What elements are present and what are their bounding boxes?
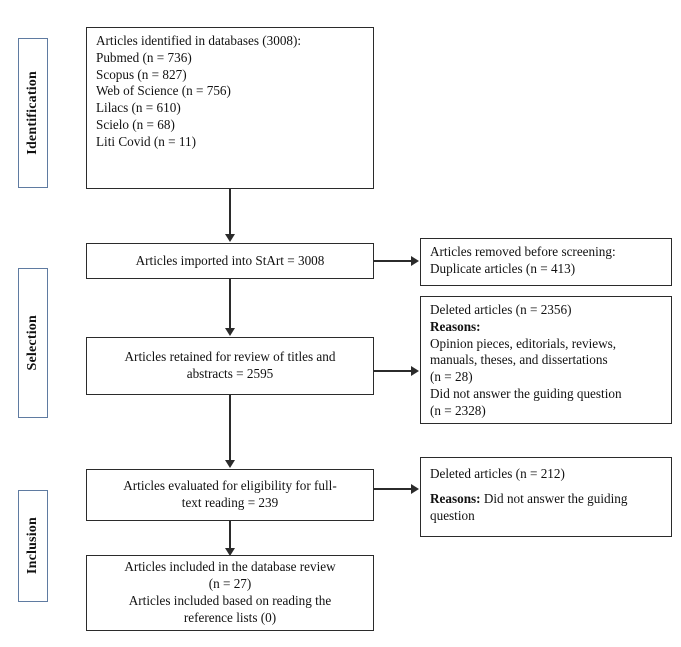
deleted-fulltext-spacer [430, 483, 663, 491]
box-articles-evaluated: Articles evaluated for eligibility for f… [86, 469, 374, 521]
deleted-screening-reason-4: Did not answer the guiding question [430, 385, 622, 401]
stage-label-inclusion-text: Inclusion [25, 517, 40, 575]
deleted-screening-reason-1: Opinion pieces, editorials, reviews, [430, 335, 617, 351]
identified-line-3: Scopus (n = 827) [96, 66, 187, 82]
imported-line-1: Articles imported into StArt = 3008 [135, 252, 325, 268]
deleted-fulltext-reasons-cont: question [430, 507, 475, 523]
arrowhead-imported-to-retained [225, 328, 235, 336]
deleted-screening-reasons-label: Reasons: [430, 318, 481, 334]
arrowhead-evaluated-to-included [225, 548, 235, 556]
deleted-fulltext-reasons-label: Reasons: [430, 490, 481, 506]
retained-line-1: Articles retained for review of titles a… [124, 349, 336, 365]
connector-retained-to-deleted-screening [374, 370, 412, 372]
connector-imported-to-removed [374, 260, 412, 262]
connector-evaluated-to-included [229, 521, 231, 549]
stage-label-selection: Selection [18, 268, 48, 418]
box-articles-imported: Articles imported into StArt = 3008 [86, 243, 374, 279]
included-line-1: Articles included in the database review [124, 559, 336, 575]
evaluated-line-1: Articles evaluated for eligibility for f… [123, 478, 337, 494]
arrowhead-imported-to-removed [411, 256, 419, 266]
arrowhead-retained-to-deleted-screening [411, 366, 419, 376]
removed-line-1: Articles removed before screening: [430, 244, 616, 259]
box-articles-included: Articles included in the database review… [86, 555, 374, 631]
connector-evaluated-to-deleted-fulltext [374, 488, 412, 490]
identified-line-7: Liti Covid (n = 11) [96, 133, 196, 149]
deleted-screening-count: Deleted articles (n = 2356) [430, 302, 572, 317]
identified-line-4: Web of Science (n = 756) [96, 83, 231, 99]
identified-line-6: Scielo (n = 68) [96, 116, 175, 132]
deleted-fulltext-reasons-row: Reasons: Did not answer the guiding [430, 491, 663, 508]
box-deleted-screening: Deleted articles (n = 2356) Reasons: Opi… [420, 296, 672, 424]
deleted-fulltext-count: Deleted articles (n = 212) [430, 466, 565, 481]
arrowhead-evaluated-to-deleted-fulltext [411, 484, 419, 494]
included-line-4: reference lists (0) [183, 609, 277, 625]
identified-line-2: Pubmed (n = 736) [96, 49, 192, 65]
connector-imported-to-retained [229, 279, 231, 329]
deleted-screening-reason-5: (n = 2328) [430, 402, 486, 418]
deleted-screening-reason-2: manuals, theses, and dissertations [430, 352, 608, 368]
box-articles-identified: Articles identified in databases (3008):… [86, 27, 374, 189]
evaluated-line-2: text reading = 239 [181, 495, 279, 510]
box-articles-retained: Articles retained for review of titles a… [86, 337, 374, 395]
stage-label-identification-text: Identification [25, 71, 40, 155]
stage-label-identification: Identification [18, 38, 48, 188]
removed-line-2: Duplicate articles (n = 413) [430, 260, 576, 276]
identified-line-5: Lilacs (n = 610) [96, 100, 181, 116]
identified-line-1: Articles identified in databases (3008): [96, 33, 302, 48]
retained-line-2: abstracts = 2595 [186, 366, 274, 381]
box-deleted-fulltext: Deleted articles (n = 212) Reasons: Did … [420, 457, 672, 537]
arrowhead-identified-to-imported [225, 234, 235, 242]
stage-label-selection-text: Selection [25, 315, 40, 371]
box-removed-before-screening: Articles removed before screening: Dupli… [420, 238, 672, 286]
included-line-3: Articles included based on reading the [128, 593, 332, 608]
deleted-fulltext-reasons-text: Did not answer the guiding [480, 490, 628, 506]
arrowhead-retained-to-evaluated [225, 460, 235, 468]
stage-label-inclusion: Inclusion [18, 490, 48, 602]
deleted-screening-reason-3: (n = 28) [430, 369, 473, 385]
connector-retained-to-evaluated [229, 395, 231, 461]
included-line-2: (n = 27) [208, 576, 252, 592]
connector-identified-to-imported [229, 189, 231, 235]
